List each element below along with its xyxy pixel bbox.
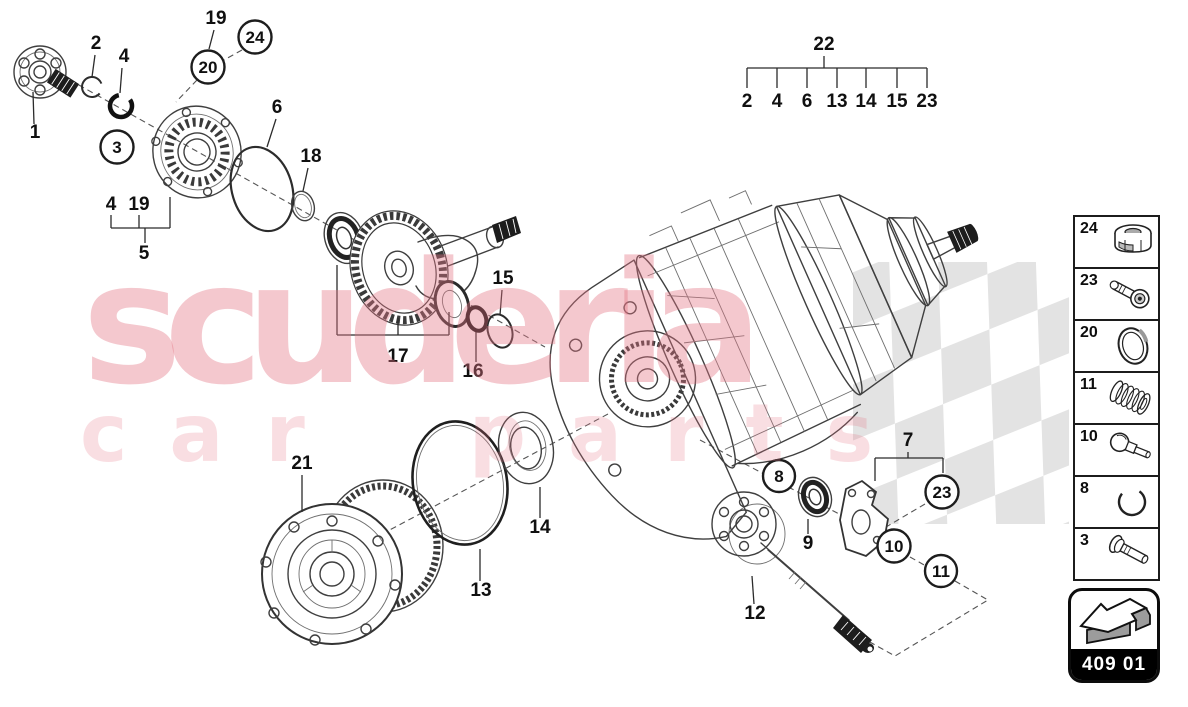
part-circlip-2 bbox=[81, 76, 103, 98]
snap-ring-icon bbox=[1117, 487, 1147, 517]
legend-row-11[interactable]: 11 bbox=[1075, 373, 1158, 425]
seal-ring-icon bbox=[1117, 327, 1149, 365]
group22-label-13: 13 bbox=[826, 91, 847, 112]
part-inner-race bbox=[433, 280, 471, 328]
callout-label-6: 6 bbox=[272, 97, 283, 118]
callout-label-16: 16 bbox=[462, 361, 483, 382]
legend-row-20[interactable]: 20 bbox=[1075, 321, 1158, 373]
prev-diagram-arrow-icon bbox=[1079, 597, 1151, 645]
spring-insert-icon bbox=[1109, 380, 1151, 415]
part-axle-shaft bbox=[711, 491, 874, 653]
group22-label-23: 23 bbox=[916, 91, 937, 112]
legend-row-10[interactable]: 10 bbox=[1075, 425, 1158, 477]
callout-label-21: 21 bbox=[291, 453, 313, 474]
callout-balloon-20[interactable]: 20 bbox=[190, 49, 226, 85]
callout-label-4: 4 bbox=[119, 46, 130, 67]
svg-text:8: 8 bbox=[774, 467, 783, 486]
socket-bolt-icon bbox=[1109, 280, 1150, 309]
part-crown-gear bbox=[349, 210, 521, 326]
callout-label-19: 19 bbox=[205, 8, 226, 29]
callout-balloon-24[interactable]: 24 bbox=[237, 19, 273, 55]
callout-label-15: 15 bbox=[492, 268, 514, 289]
svg-text:23: 23 bbox=[933, 483, 952, 502]
group22-label-15: 15 bbox=[886, 91, 908, 112]
construction-lines bbox=[69, 49, 990, 657]
callout-balloon-3[interactable]: 3 bbox=[99, 129, 135, 165]
part-bearing-9 bbox=[797, 476, 833, 518]
legend-number: 11 bbox=[1080, 376, 1097, 393]
legend-number: 23 bbox=[1080, 272, 1098, 289]
svg-text:20: 20 bbox=[199, 58, 218, 77]
callout-label-19b: 19 bbox=[128, 194, 149, 215]
legend-row-24[interactable]: 24 bbox=[1075, 217, 1158, 269]
hex-plug-icon bbox=[1114, 224, 1152, 253]
group22-label-4: 4 bbox=[772, 91, 783, 112]
legend-number: 8 bbox=[1080, 480, 1089, 497]
callout-balloon-11[interactable]: 11 bbox=[923, 553, 959, 589]
callout-balloon-23[interactable]: 23 bbox=[924, 474, 960, 510]
flange-bolt-icon bbox=[1108, 534, 1149, 564]
callout-label-18: 18 bbox=[300, 146, 321, 167]
callout-lines bbox=[32, 29, 944, 605]
group22-label-6: 6 bbox=[802, 91, 813, 112]
legend-number: 3 bbox=[1080, 532, 1089, 549]
part-snap-ring-4 bbox=[107, 92, 135, 120]
callout-label-12: 12 bbox=[744, 603, 765, 624]
part-drive-flange bbox=[13, 45, 80, 99]
legend-number: 10 bbox=[1080, 428, 1098, 445]
legend-number: 24 bbox=[1080, 220, 1098, 237]
callout-label-2: 2 bbox=[91, 33, 102, 54]
callout-label-4b: 4 bbox=[106, 194, 117, 215]
screw-plug-icon bbox=[1109, 432, 1151, 459]
callout-label-22: 22 bbox=[813, 34, 834, 55]
callout-labels: 19 2 4 1 6 18 4 19 5 17 16 15 22 2 4 6 1… bbox=[30, 8, 938, 624]
legend-number: 20 bbox=[1080, 324, 1098, 341]
legend-row-3[interactable]: 3 bbox=[1075, 529, 1158, 579]
svg-text:24: 24 bbox=[246, 28, 265, 47]
part-shim-14 bbox=[497, 411, 555, 485]
group22-label-2: 2 bbox=[742, 91, 753, 112]
callout-label-14: 14 bbox=[529, 517, 551, 538]
part-clutch-drum bbox=[260, 479, 444, 646]
svg-text:3: 3 bbox=[112, 138, 121, 157]
svg-text:11: 11 bbox=[932, 562, 950, 581]
svg-text:10: 10 bbox=[885, 537, 904, 556]
legend-panel: 24 23 20 bbox=[1073, 215, 1160, 581]
part-retaining-bracket bbox=[839, 479, 889, 558]
callout-label-1: 1 bbox=[30, 122, 41, 143]
callout-label-7: 7 bbox=[903, 430, 914, 451]
part-shim-18 bbox=[290, 190, 316, 222]
watermark-checker bbox=[853, 262, 1069, 524]
legend-row-8[interactable]: 8 bbox=[1075, 477, 1158, 529]
part-gearbox bbox=[549, 190, 979, 540]
page-code-bar: 409 01 bbox=[1071, 649, 1157, 680]
part-seal-16 bbox=[465, 305, 489, 333]
group22-label-14: 14 bbox=[855, 91, 877, 112]
callout-balloon-8[interactable]: 8 bbox=[761, 458, 797, 494]
page-code-box[interactable]: 409 01 bbox=[1068, 588, 1160, 683]
callout-label-17: 17 bbox=[387, 346, 408, 367]
callout-label-9: 9 bbox=[803, 533, 814, 554]
callout-label-5: 5 bbox=[139, 243, 150, 264]
part-o-ring-15 bbox=[486, 313, 514, 349]
part-o-ring-13 bbox=[411, 420, 509, 546]
callout-label-13: 13 bbox=[470, 580, 491, 601]
legend-row-23[interactable]: 23 bbox=[1075, 269, 1158, 321]
part-diff-cover bbox=[151, 105, 243, 199]
part-o-ring-6 bbox=[229, 145, 295, 233]
callout-balloon-10[interactable]: 10 bbox=[876, 528, 912, 564]
page-code: 409 01 bbox=[1081, 654, 1147, 675]
